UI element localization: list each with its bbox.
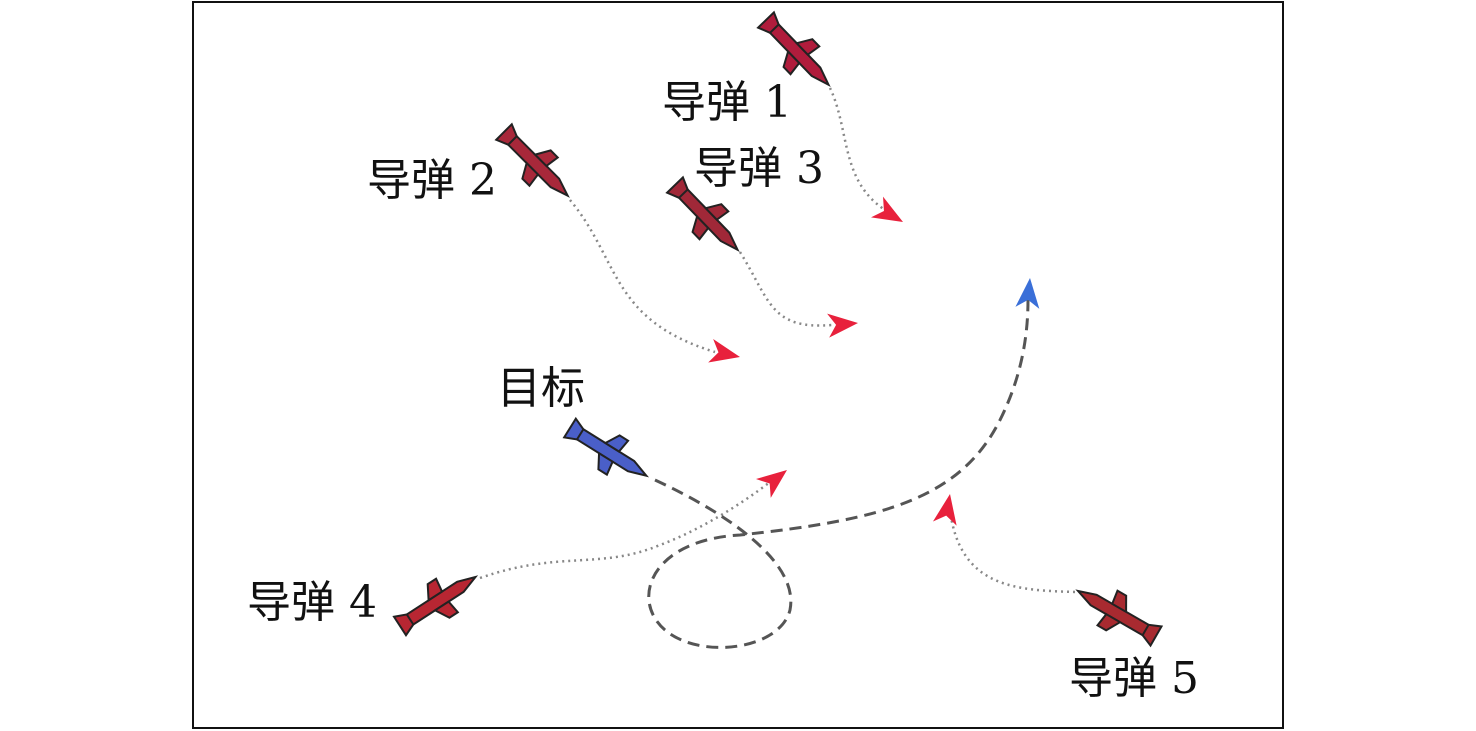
missile1-trajectory — [828, 87, 886, 212]
missile5-label: 导弹 5 — [1069, 653, 1199, 704]
missile2-label: 导弹 2 — [367, 155, 497, 206]
missile5-trajectory — [948, 509, 1076, 594]
missile2-trajectory — [569, 199, 716, 354]
missile3-label: 导弹 3 — [694, 143, 824, 194]
missile5-icon — [1067, 572, 1167, 655]
target-trajectory — [647, 299, 1030, 649]
missile2-arrowhead — [708, 339, 740, 363]
missile4-icon — [388, 559, 488, 644]
missile3-arrowhead — [827, 313, 858, 338]
frame — [192, 1, 1284, 729]
target-arrowhead — [1015, 278, 1040, 309]
missile4-trajectory — [479, 481, 771, 580]
missile5-arrowhead — [932, 494, 957, 526]
target-label: 目标 — [497, 363, 585, 414]
missile1-label: 导弹 1 — [662, 77, 792, 128]
target-icon — [558, 410, 658, 494]
missile4-arrowhead — [755, 470, 787, 498]
missile2-icon — [488, 116, 583, 211]
missile3-trajectory — [738, 251, 833, 327]
missile1-arrowhead — [871, 196, 903, 222]
missile4-label: 导弹 4 — [247, 577, 377, 628]
